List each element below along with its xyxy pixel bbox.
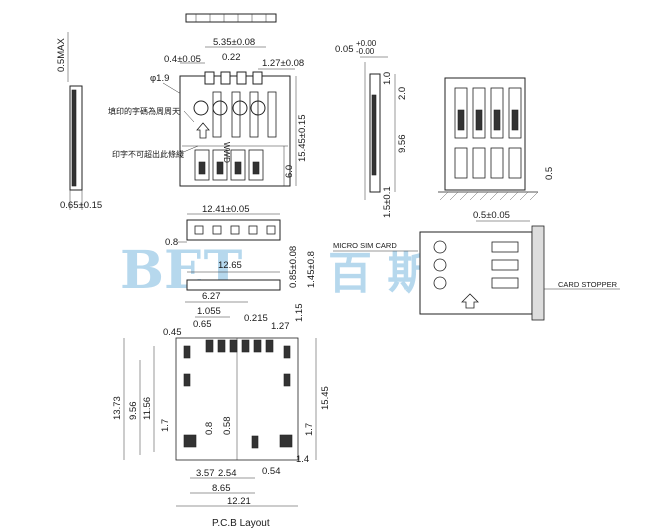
insert-view: 0.5±0.05 MICRO SIM CARD CARD STOPPER — [333, 210, 620, 321]
pcb-a: 1.055 — [197, 306, 221, 317]
pcb-h7: 15.45 — [320, 386, 331, 410]
pcb-b3: 0.54 — [262, 466, 281, 477]
right-top-view: 0.5 — [438, 77, 555, 201]
dim-d4: 1.5±0.1 — [382, 186, 393, 218]
top-view: 5.35±0.08 0.4±0.05 0.22 1.27±0.08 φ1.9 — [108, 13, 308, 187]
dim-max-height: 0.5MAX — [56, 38, 67, 72]
pcb-d: 0.65 — [193, 319, 212, 330]
pcb-h8: 1.7 — [304, 423, 315, 436]
dim-flatness: 0.05 — [335, 44, 354, 55]
note-date-code: 填印的字碼為周周天 — [108, 106, 180, 116]
dim-contact-offset: 0.4±0.05 — [164, 54, 201, 65]
pcb-h6: 0.58 — [222, 417, 233, 436]
dim-lower: 6.0 — [284, 165, 295, 178]
pcb-w-top: 6.27 — [202, 291, 221, 302]
side-view-right: 0.05 +0.00 -0.00 1.0 2.0 9.56 1.5±0.1 — [335, 39, 408, 218]
pcb-h3: 9.56 — [128, 402, 139, 421]
pcb-b5: 8.65 — [212, 483, 231, 494]
pcb-h1: 13.73 — [112, 396, 123, 420]
pcb-e: 1.27 — [271, 321, 290, 332]
dim-flatness-tol-lower: -0.00 — [356, 47, 375, 56]
front-view: 12.41±0.05 0.8 12.65 0.85±0.08 1.45±0.8 — [165, 204, 317, 291]
pcb-c: 0.45 — [163, 327, 182, 338]
dim-d1: 1.0 — [382, 72, 393, 85]
pcb-b4: 1.4 — [296, 454, 309, 465]
pcb-b2: 2.54 — [218, 468, 237, 479]
pcb-b6: 12.21 — [227, 496, 251, 507]
pcb-b: 0.215 — [244, 313, 268, 324]
dim-pad-gap: 0.22 — [222, 52, 241, 63]
dim-front-left: 0.8 — [165, 237, 178, 248]
dim-front-height1: 0.85±0.08 — [288, 246, 299, 288]
dim-height: 15.45±0.15 — [297, 115, 308, 162]
dim-flatness-tol-upper: +0.00 — [356, 39, 377, 48]
pcb-b1: 3.57 — [196, 468, 215, 479]
dim-bottom-offset: 0.65±0.15 — [60, 200, 102, 211]
pcb-h2: 11.56 — [142, 397, 153, 420]
side-view-left: 0.5MAX 0.65±0.15 — [56, 32, 102, 211]
dim-front-inner: 12.65 — [218, 260, 242, 271]
dim-front-height2: 1.45±0.8 — [306, 251, 317, 288]
watermark-latin: BET — [120, 240, 243, 301]
dim-insert-gap: 0.5±0.05 — [473, 210, 510, 221]
dim-total-width: 5.35±0.08 — [213, 37, 255, 48]
dim-front-width: 12.41±0.05 — [202, 204, 249, 215]
label-card-stopper: CARD STOPPER — [558, 280, 618, 289]
dim-pitch: 1.27±0.08 — [262, 58, 304, 69]
marking-text: WWD — [222, 142, 231, 163]
label-micro-sim-card: MICRO SIM CARD — [333, 241, 397, 250]
pcb-h5: 0.8 — [204, 422, 215, 435]
dim-d2: 2.0 — [397, 87, 408, 100]
pcb-layout: 6.27 1.055 0.215 0.45 0.65 1.27 1.15 13.… — [112, 291, 331, 529]
dim-d3: 9.56 — [397, 135, 408, 154]
dim-hole-dia: φ1.9 — [150, 73, 169, 84]
dim-right-edge: 0.5 — [544, 167, 555, 180]
pcb-layout-title: P.C.B Layout — [212, 518, 270, 529]
pcb-f: 1.15 — [294, 304, 305, 323]
pcb-h4: 1.7 — [160, 419, 171, 432]
note-print-limit: 印字不可超出此條綫 — [112, 149, 184, 159]
